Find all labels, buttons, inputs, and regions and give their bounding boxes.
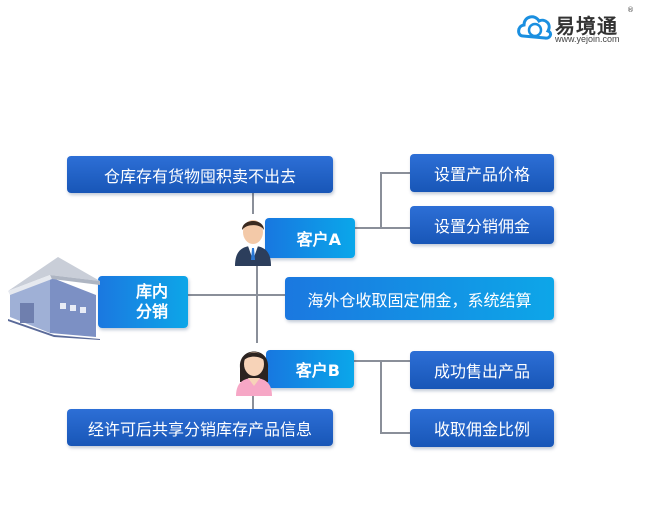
connector-note-top-to-a [252, 192, 254, 214]
connector-a-to-action-2 [380, 227, 410, 229]
a-action-set-commission: 设置分销佣金 [410, 206, 554, 244]
connector-a-horizontal [353, 227, 381, 229]
b-action-sold-product: 成功售出产品 [410, 351, 554, 389]
note-top-left: 仓库存有货物囤积卖不出去 [67, 156, 333, 193]
connector-b-to-action-1 [380, 360, 410, 362]
warehouse-distribution-label: 库内 分销 [98, 276, 188, 328]
connector-b-to-note-bottom [252, 396, 254, 410]
yejoin-logo-icon [517, 15, 553, 40]
connector-main-vertical [256, 265, 258, 343]
customer-b-label: 客户B [266, 350, 354, 388]
connector-b-to-action-2 [380, 432, 410, 434]
connector-b-horizontal [353, 360, 381, 362]
connector-b-bracket-vertical [380, 360, 382, 434]
connector-warehouse-horizontal [186, 294, 286, 296]
connector-a-bracket-vertical [380, 172, 382, 229]
logo-registered-mark: ® [627, 6, 634, 14]
b-action-receive-commission: 收取佣金比例 [410, 409, 554, 447]
warehouse-label-line1: 库内 [135, 282, 168, 301]
overseas-commission-note: 海外仓收取固定佣金，系统结算 [285, 277, 554, 320]
connector-a-to-action-1 [380, 172, 410, 174]
note-bottom-left: 经许可后共享分销库存产品信息 [67, 409, 333, 446]
customer-b-avatar-icon [236, 351, 272, 396]
customer-a-avatar-icon [235, 220, 271, 266]
warehouse-label-line2: 分销 [135, 302, 168, 321]
customer-a-label: 客户A [265, 218, 355, 258]
warehouse-icon [8, 257, 100, 340]
logo-name: 易境通 [555, 14, 618, 38]
a-action-set-price: 设置产品价格 [410, 154, 554, 192]
logo-url: www.yejoin.com [555, 34, 620, 44]
